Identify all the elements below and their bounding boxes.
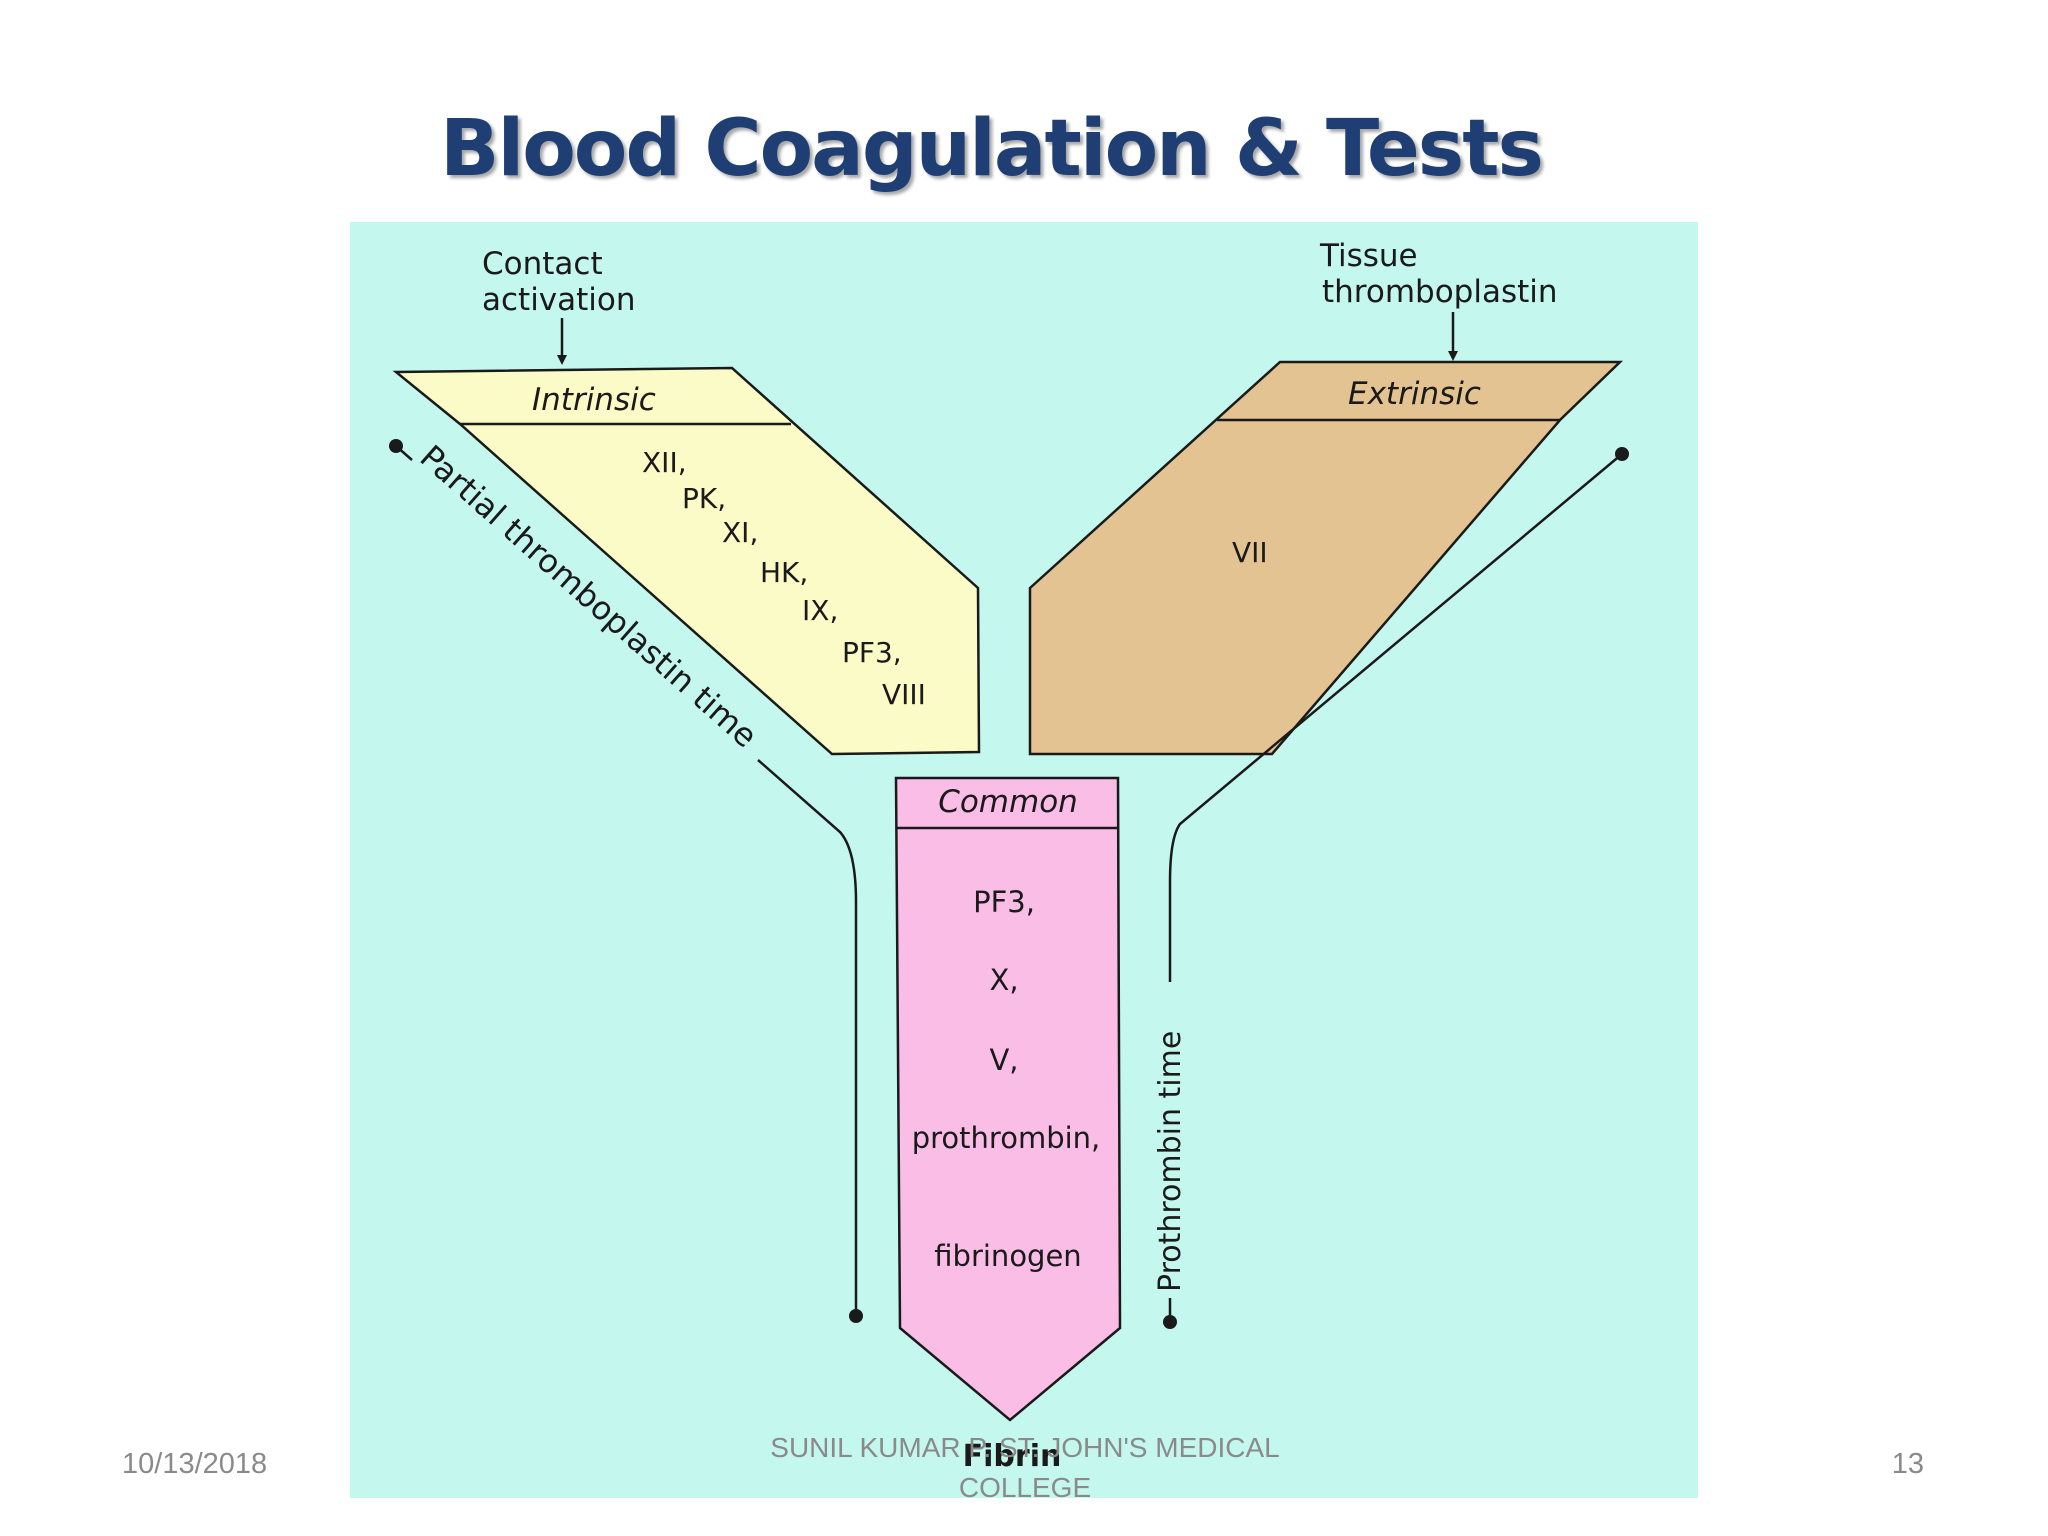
tissue-thromboplastin-label-line1: Tissue xyxy=(1319,238,1418,274)
contact-activation-label-line2: activation xyxy=(482,282,636,318)
intrinsic-factor: VIII xyxy=(882,678,926,711)
coagulation-diagram-svg: Contact activation Tissue thromboplastin… xyxy=(389,238,1629,1474)
coagulation-diagram: Contact activation Tissue thromboplastin… xyxy=(350,222,1698,1498)
ptt-start-tick xyxy=(395,445,413,461)
fibrin-label: Fibrin xyxy=(963,1439,1062,1474)
extrinsic-factor: VII xyxy=(1232,536,1268,569)
intrinsic-header: Intrinsic xyxy=(532,382,656,418)
tissue-thromboplastin-label-line2: thromboplastin xyxy=(1322,274,1558,310)
contact-activation-label-line1: Contact xyxy=(482,246,603,282)
pt-label: Prothrombin time xyxy=(1153,1031,1188,1292)
intrinsic-factor: IX, xyxy=(802,594,838,627)
ptt-bracket-line xyxy=(757,759,858,1316)
intrinsic-factor: PK, xyxy=(682,482,726,515)
intrinsic-factor: XII, xyxy=(642,446,687,479)
common-factor: fibrinogen xyxy=(934,1239,1081,1273)
common-factor: prothrombin, xyxy=(912,1121,1101,1155)
footer-date: 10/13/2018 xyxy=(122,1448,268,1480)
ptt-end-dot xyxy=(849,1309,863,1323)
pt-bracket-line xyxy=(1168,453,1623,982)
footer-page-number: 13 xyxy=(1891,1448,1924,1480)
slide-title: Blood Coagulation & Tests xyxy=(440,104,1544,194)
extrinsic-header: Extrinsic xyxy=(1348,376,1481,412)
intrinsic-factor: HK, xyxy=(760,556,808,589)
intrinsic-factor: XI, xyxy=(722,516,758,549)
extrinsic-pathway-block xyxy=(1028,360,1624,756)
common-factor: PF3, xyxy=(973,885,1035,919)
common-factor: X, xyxy=(989,963,1018,997)
pt-end-dot xyxy=(1163,1315,1177,1329)
common-factor: V, xyxy=(989,1043,1018,1077)
intrinsic-factor: PF3, xyxy=(842,636,902,669)
footer-author: SUNIL KUMAR P. ST. JOHN'S MEDICAL COLLEG… xyxy=(770,1432,1280,1503)
common-pathway-block xyxy=(894,776,1122,1422)
common-header: Common xyxy=(938,784,1078,820)
